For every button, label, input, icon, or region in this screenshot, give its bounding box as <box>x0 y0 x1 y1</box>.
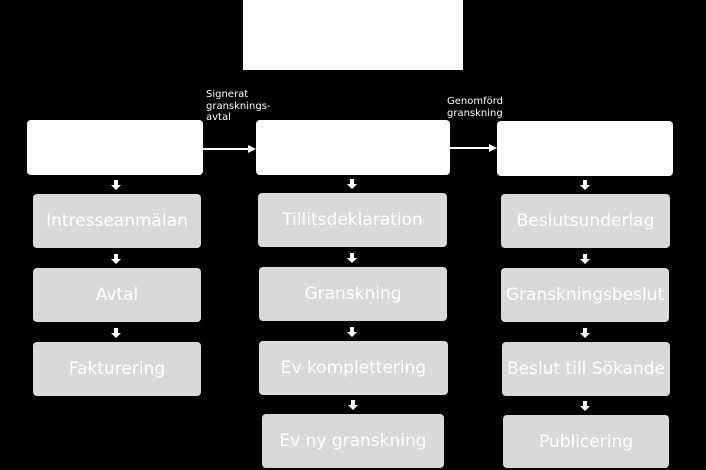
transition-label-1-line: avtal <box>206 112 231 123</box>
transition-arrow-2 <box>450 144 497 152</box>
step-ev-ny-granskning: Ev ny granskning <box>262 414 444 468</box>
down-arrow-icon <box>111 254 121 264</box>
down-arrow-icon <box>347 179 357 189</box>
down-arrow-icon <box>580 180 590 190</box>
down-arrow-icon <box>580 254 590 264</box>
step-intresseanmalan: Intresseanmälan <box>33 194 201 248</box>
step-publicering: Publicering <box>503 415 669 468</box>
transition-label-2-line: granskning <box>447 107 503 119</box>
step-beslut-till-sokande: Beslut till Sökande <box>502 342 670 396</box>
transition-label-1-line: gransknings- <box>206 100 271 112</box>
down-arrow-icon <box>580 328 590 338</box>
down-arrow-icon <box>347 253 357 263</box>
transition-label-1: Signerat gransknings- avtal <box>206 89 271 124</box>
step-granskningsbeslut: Granskningsbeslut <box>501 268 669 322</box>
phase-box-1 <box>27 120 203 175</box>
down-arrow-icon <box>347 327 357 337</box>
down-arrow-icon <box>111 180 121 190</box>
transition-label-2: Genomförd granskning <box>447 96 503 119</box>
down-arrow-icon <box>580 401 590 411</box>
phase-box-2 <box>256 120 450 175</box>
phase-box-3 <box>497 121 673 176</box>
transition-label-1-line: Signerat <box>206 89 249 100</box>
header-box <box>243 0 463 70</box>
step-beslutsunderlag: Beslutsunderlag <box>501 194 670 248</box>
step-tillitsdeklaration: Tillitsdeklaration <box>258 193 447 247</box>
step-granskning: Granskning <box>259 267 447 321</box>
transition-label-2-line: Genomförd <box>447 96 504 107</box>
down-arrow-icon <box>348 400 358 410</box>
step-ev-komplettering: Ev komplettering <box>259 341 448 395</box>
transition-arrow-1 <box>203 145 256 153</box>
step-avtal: Avtal <box>33 268 201 322</box>
step-fakturering: Fakturering <box>33 342 201 396</box>
down-arrow-icon <box>111 328 121 338</box>
